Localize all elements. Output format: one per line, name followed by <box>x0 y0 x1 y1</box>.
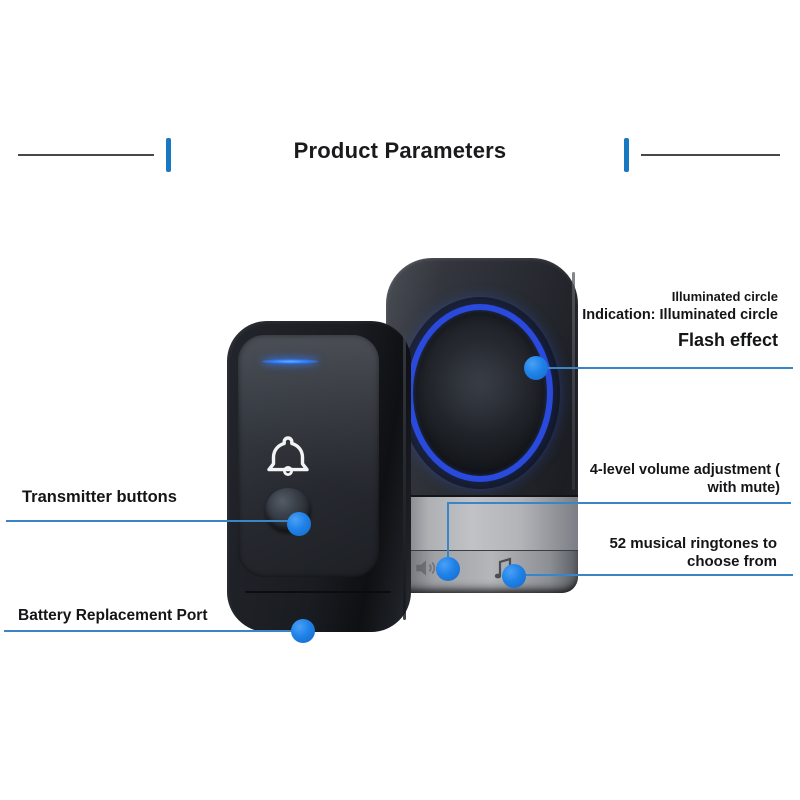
label-flash-line3: Flash effect <box>677 330 778 350</box>
transmitter-front-panel <box>238 335 379 577</box>
callout-dot-illuminated-ring <box>524 356 548 380</box>
callout-line-flash-effect <box>546 367 793 369</box>
callout-dot-volume-control <box>436 557 460 581</box>
led-indicator-strip <box>262 359 318 364</box>
label-ringtones-line1: 52 musical ringtones to <box>609 535 777 552</box>
label-musical-ringtones: 52 musical ringtones to choose from <box>609 535 777 571</box>
page-title: Product Parameters <box>293 138 507 163</box>
callout-dot-transmitter-button <box>287 512 311 536</box>
speaker-volume-icon <box>416 560 436 576</box>
receiver-control-band <box>386 550 578 593</box>
callout-line-volume-horizontal <box>447 502 791 504</box>
label-flash-line2: Indication: Illuminated circle <box>582 307 778 323</box>
label-volume-line1: 4-level volume adjustment ( <box>589 462 780 478</box>
label-volume-adjustment: 4-level volume adjustment ( with mute) <box>590 461 780 497</box>
callout-line-ringtones <box>524 574 793 576</box>
callout-line-transmitter-buttons <box>6 520 302 522</box>
receiver-volume-band <box>386 495 578 550</box>
header-accent-bar-left <box>166 138 171 172</box>
label-ringtones-line2: choose from <box>686 553 777 570</box>
transmitter-device <box>227 321 411 632</box>
label-battery-replacement-port: Battery Replacement Port <box>18 607 208 624</box>
label-volume-line2: with mute) <box>707 480 781 496</box>
header-accent-bar-right <box>624 138 629 172</box>
header-rule-left <box>18 154 154 156</box>
label-transmitter-buttons: Transmitter buttons <box>22 488 177 506</box>
callout-line-battery-port <box>4 630 302 632</box>
illuminated-speaker-ring <box>407 304 553 482</box>
label-flash-line1: Illuminated circle <box>671 289 778 304</box>
bell-icon <box>267 436 309 477</box>
callout-dot-battery-port <box>291 619 315 643</box>
callout-line-volume-vertical <box>447 502 449 558</box>
transmitter-bottom-seam <box>245 591 391 593</box>
receiver-device <box>386 258 578 593</box>
header-rule-right <box>641 154 780 156</box>
callout-dot-ringtone-control <box>502 564 526 588</box>
label-flash-effect: Illuminated circle Indication: Illuminat… <box>582 288 778 353</box>
